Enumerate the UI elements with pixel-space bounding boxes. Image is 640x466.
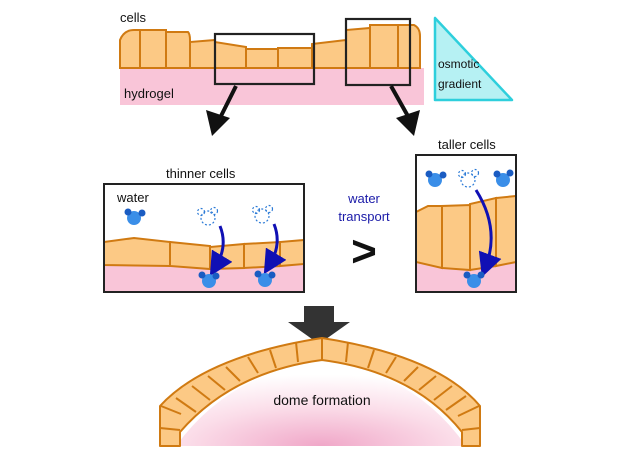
water-molecule-dotted bbox=[457, 168, 480, 188]
water-flow-arrow bbox=[209, 225, 233, 277]
arrow-to-taller bbox=[389, 85, 420, 136]
osmotic-gradient: osmotic gradient bbox=[433, 16, 514, 102]
dome-cell-borders bbox=[159, 338, 481, 431]
water-molecule bbox=[493, 169, 514, 187]
water-molecule bbox=[254, 270, 276, 287]
water-flow-arrow bbox=[474, 189, 502, 278]
label-water: water bbox=[116, 190, 149, 205]
water-molecule bbox=[124, 208, 146, 225]
zoom-box-tall bbox=[344, 17, 412, 87]
dome-cell-layer bbox=[159, 337, 481, 447]
label-thinner-cells: thinner cells bbox=[166, 166, 236, 181]
arrow-to-thinner bbox=[206, 85, 238, 136]
water-molecule bbox=[463, 271, 485, 288]
dome: dome formation bbox=[159, 337, 481, 447]
zoom-box-thin bbox=[213, 32, 316, 86]
gradient-triangle bbox=[433, 16, 514, 102]
panel-thinner-cells: thinner cells water bbox=[103, 166, 305, 293]
label-osmotic: osmotic bbox=[438, 57, 479, 71]
panel-thin-frame bbox=[103, 183, 305, 293]
label-water-transport-1: water bbox=[347, 191, 380, 206]
down-arrow bbox=[288, 306, 350, 344]
label-taller-cells: taller cells bbox=[438, 137, 496, 152]
dome-hydrogel bbox=[176, 362, 466, 446]
panel-taller-cells: taller cells bbox=[415, 137, 517, 293]
cell-layer bbox=[119, 24, 421, 69]
label-water-transport-2: transport bbox=[338, 209, 390, 224]
water-molecule bbox=[425, 170, 447, 187]
water-molecule-dotted bbox=[251, 204, 274, 224]
tall-cell-row bbox=[415, 194, 517, 272]
label-hydrogel: hydrogel bbox=[124, 86, 174, 101]
greater-than-symbol: > bbox=[351, 227, 377, 276]
label-cells: cells bbox=[120, 10, 147, 25]
hydrogel-layer bbox=[120, 68, 424, 105]
water-flow-arrow bbox=[263, 223, 287, 275]
panel-tall-frame bbox=[415, 154, 517, 293]
zoom-arrows bbox=[206, 85, 420, 136]
water-molecule-dotted bbox=[196, 206, 219, 226]
top-strip: cells hydrogel bbox=[119, 10, 424, 105]
label-dome-formation: dome formation bbox=[273, 392, 370, 408]
label-gradient: gradient bbox=[438, 77, 482, 91]
water-transport-comparison: water transport > bbox=[338, 191, 390, 276]
water-molecule bbox=[198, 271, 220, 288]
